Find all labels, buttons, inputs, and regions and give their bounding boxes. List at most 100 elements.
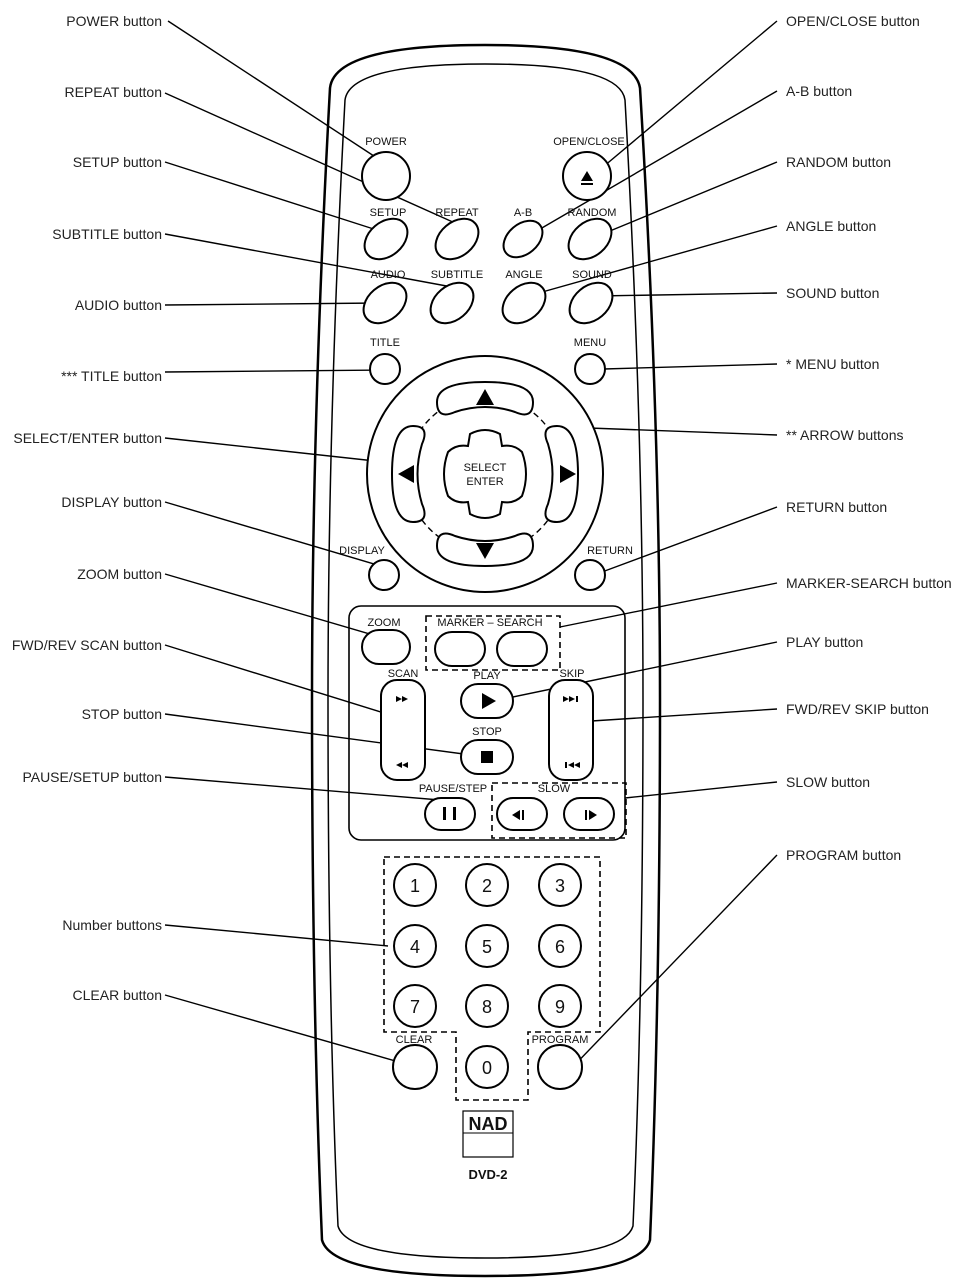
left-callouts: POWER button REPEAT button SETUP button … <box>12 13 162 1003</box>
return-button[interactable] <box>574 559 606 591</box>
number-buttons <box>392 863 583 1090</box>
label-stop: STOP <box>472 726 502 738</box>
audio-button[interactable] <box>356 275 415 332</box>
number-6-button[interactable] <box>538 924 582 968</box>
callout-fwd-rev-scan: FWD/REV SCAN button <box>12 637 162 653</box>
fast-forward-icon <box>396 696 408 702</box>
label-program: PROGRAM <box>532 1034 589 1046</box>
label-enter: ENTER <box>466 476 503 488</box>
skip-next-icon <box>563 696 578 702</box>
callout-stop: STOP button <box>82 706 162 722</box>
remote-body <box>310 43 662 1278</box>
label-slow: SLOW <box>538 783 571 795</box>
digit-label: 1 <box>410 876 420 896</box>
top-buttons <box>356 151 621 385</box>
digit-label: 7 <box>410 997 420 1017</box>
label-clear: CLEAR <box>396 1034 433 1046</box>
label-power: POWER <box>365 136 407 148</box>
number-2-button[interactable] <box>465 863 509 907</box>
pause-icon <box>443 807 456 820</box>
label-title: TITLE <box>370 337 400 349</box>
scan-button[interactable] <box>380 679 426 781</box>
number-7-button[interactable] <box>393 984 437 1028</box>
menu-button[interactable] <box>574 353 606 385</box>
callout-program: PROGRAM button <box>786 847 901 863</box>
callout-display: DISPLAY button <box>61 494 162 510</box>
label-sound: SOUND <box>572 269 612 281</box>
number-4-button[interactable] <box>393 924 437 968</box>
digit-label: 4 <box>410 937 420 957</box>
callout-angle: ANGLE button <box>786 218 876 234</box>
arrow-down-icon <box>476 543 494 559</box>
digit-label: 3 <box>555 876 565 896</box>
digit-label: 6 <box>555 937 565 957</box>
slow-forward-icon <box>585 810 597 820</box>
label-menu: MENU <box>574 337 606 349</box>
label-audio: AUDIO <box>371 269 406 281</box>
callout-return: RETURN button <box>786 499 887 515</box>
digit-label: 2 <box>482 876 492 896</box>
digit-label: 5 <box>482 937 492 957</box>
subtitle-button[interactable] <box>423 275 482 332</box>
display-button[interactable] <box>368 559 400 591</box>
logo-text: NAD <box>469 1114 508 1134</box>
title-button[interactable] <box>369 353 401 385</box>
number-1-button[interactable] <box>393 863 437 907</box>
zoom-button[interactable] <box>361 629 411 665</box>
top-labels: POWER OPEN/CLOSE SETUP REPEAT A-B RANDOM… <box>365 136 625 349</box>
label-return: RETURN <box>587 545 633 557</box>
label-subtitle: SUBTITLE <box>431 269 484 281</box>
number-9-button[interactable] <box>538 984 582 1028</box>
digit-label: 8 <box>482 997 492 1017</box>
callout-power: POWER button <box>66 13 162 29</box>
callout-pause-setup: PAUSE/SETUP button <box>22 769 162 785</box>
marker-button[interactable] <box>434 631 486 667</box>
callout-setup: SETUP button <box>73 154 162 170</box>
nav-arrows <box>398 389 576 559</box>
callout-open-close: OPEN/CLOSE button <box>786 13 920 29</box>
callout-fwd-rev-skip: FWD/REV SKIP button <box>786 701 929 717</box>
search-button[interactable] <box>496 631 548 667</box>
setup-button[interactable] <box>357 211 416 268</box>
eject-icon <box>581 171 593 185</box>
digit-label: 0 <box>482 1058 492 1078</box>
clear-button[interactable] <box>392 1044 438 1090</box>
sound-button[interactable] <box>562 275 621 332</box>
random-button[interactable] <box>561 211 620 268</box>
skip-button[interactable] <box>548 679 594 781</box>
transport-buttons <box>361 629 594 831</box>
callout-repeat: REPEAT button <box>64 84 162 100</box>
callout-sound: SOUND button <box>786 285 879 301</box>
power-button[interactable] <box>361 151 411 201</box>
arrow-up-icon <box>476 389 494 405</box>
number-3-button[interactable] <box>538 863 582 907</box>
transport-panel <box>348 605 626 841</box>
program-button[interactable] <box>537 1044 583 1090</box>
arrow-left-icon <box>398 465 414 483</box>
callout-zoom: ZOOM button <box>77 566 162 582</box>
callout-ab: A-B button <box>786 83 852 99</box>
number-8-button[interactable] <box>465 984 509 1028</box>
number-0-button[interactable] <box>465 1045 509 1089</box>
slow-group <box>491 782 627 839</box>
label-select: SELECT <box>464 462 507 474</box>
right-callouts: OPEN/CLOSE button A-B button RANDOM butt… <box>786 13 952 863</box>
repeat-button[interactable] <box>428 211 487 268</box>
select-enter-button[interactable] <box>443 429 527 519</box>
number-5-button[interactable] <box>465 924 509 968</box>
transport-glyphs <box>396 693 580 820</box>
brand-logo: NAD <box>462 1110 514 1158</box>
label-pause-step: PAUSE/STEP <box>419 783 487 795</box>
label-repeat: REPEAT <box>435 207 478 219</box>
ab-button[interactable] <box>497 213 550 264</box>
callout-play: PLAY button <box>786 634 863 650</box>
callout-marker-search: MARKER-SEARCH button <box>786 575 952 591</box>
number-pad-group <box>383 856 601 1101</box>
label-marker-search: MARKER – SEARCH <box>437 617 542 629</box>
callout-slow: SLOW button <box>786 774 870 790</box>
label-play: PLAY <box>473 670 501 682</box>
pause-step-button[interactable] <box>424 797 476 831</box>
angle-button[interactable] <box>495 275 554 332</box>
callout-arrow: ** ARROW buttons <box>786 427 904 443</box>
label-zoom: ZOOM <box>368 617 401 629</box>
